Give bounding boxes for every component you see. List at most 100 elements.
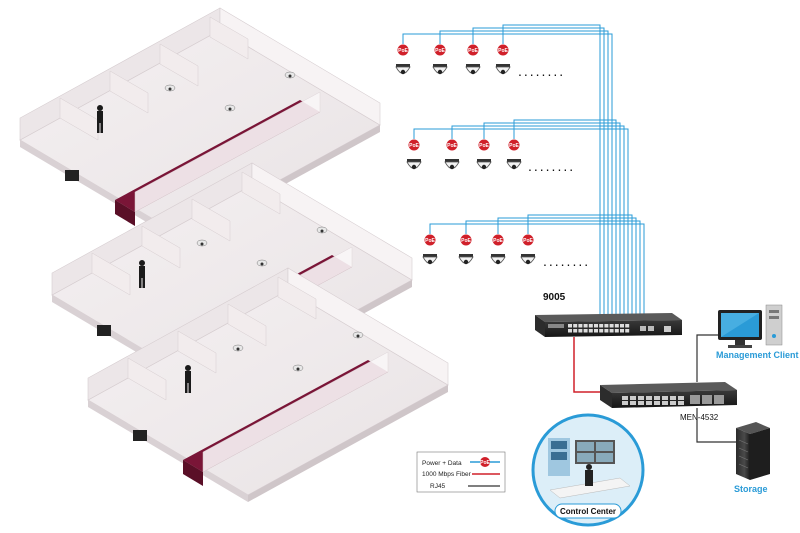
computer-tower-icon bbox=[765, 304, 783, 346]
switch-port bbox=[604, 329, 609, 333]
sfp-port bbox=[662, 401, 668, 405]
switch-port bbox=[573, 324, 578, 328]
sfp-port bbox=[654, 401, 660, 405]
switch-port bbox=[604, 324, 609, 328]
sfp-port bbox=[646, 401, 652, 405]
sfp-port bbox=[662, 396, 668, 400]
sfp-port bbox=[638, 396, 644, 400]
poe-badge-icon bbox=[460, 234, 472, 246]
legend-item-power-data: Power + Data PoE bbox=[422, 457, 500, 467]
rj45-link-management bbox=[696, 334, 718, 382]
poe-badge-label: PoE bbox=[498, 48, 508, 54]
poe-switch-label: 9005 bbox=[543, 292, 566, 303]
switch-port bbox=[594, 329, 598, 333]
svg-text:Power + Data: Power + Data bbox=[422, 460, 462, 467]
switch-port bbox=[609, 324, 614, 328]
switch-port bbox=[625, 324, 630, 328]
svg-text:RJ45: RJ45 bbox=[430, 483, 446, 490]
building-floors bbox=[19, 7, 449, 502]
switch-port bbox=[588, 329, 593, 333]
sfp-port bbox=[638, 401, 644, 405]
poe-badge-icon bbox=[467, 44, 479, 56]
poe-cable-bundle bbox=[402, 24, 645, 315]
poe-line bbox=[413, 128, 629, 315]
uplink-port bbox=[714, 395, 724, 404]
switch-port bbox=[620, 324, 624, 328]
sfp-port bbox=[678, 401, 684, 405]
storage-server[interactable] bbox=[736, 422, 770, 480]
core-switch-men-4532[interactable] bbox=[600, 382, 737, 408]
sfp-port bbox=[670, 401, 676, 405]
poe-badge-label: PoE bbox=[461, 238, 471, 244]
poe-badge-label: PoE bbox=[447, 143, 457, 149]
control-room-illustration bbox=[548, 438, 631, 499]
poe-badge-label: PoE bbox=[468, 48, 478, 54]
storage-label: Storage bbox=[734, 484, 768, 494]
switch-port bbox=[578, 329, 583, 333]
poe-badge-icon bbox=[434, 44, 446, 56]
camera-groups: PoE PoE PoE PoE........ PoE PoE PoE PoE........… bbox=[395, 44, 588, 269]
poe-badge-label: PoE bbox=[425, 238, 435, 244]
poe-badge-label: PoE bbox=[523, 238, 533, 244]
switch-port bbox=[573, 329, 578, 333]
uplink-port bbox=[702, 395, 712, 404]
switch-port bbox=[568, 329, 572, 333]
svg-text:1000 Mbps Fiber: 1000 Mbps Fiber bbox=[422, 471, 472, 478]
sfp-port bbox=[646, 396, 652, 400]
management-client-label: Management Client bbox=[716, 350, 799, 360]
poe-badge-icon bbox=[497, 44, 509, 56]
switch-port bbox=[599, 329, 604, 333]
tv-icon bbox=[133, 430, 147, 441]
floor-bottom bbox=[87, 267, 449, 502]
poe-badge-label: PoE bbox=[479, 143, 489, 149]
poe-line bbox=[465, 220, 641, 315]
sfp-port bbox=[654, 396, 660, 400]
switch-port bbox=[588, 324, 593, 328]
management-client[interactable] bbox=[718, 304, 783, 348]
switch-port bbox=[620, 329, 624, 333]
poe-badge-label: PoE bbox=[509, 143, 519, 149]
poe-switch-9005[interactable] bbox=[535, 313, 682, 337]
person-icon bbox=[97, 105, 103, 111]
person-icon bbox=[185, 365, 191, 371]
poe-badge-icon bbox=[522, 234, 534, 246]
switch-port bbox=[583, 329, 588, 333]
switch-port bbox=[609, 329, 614, 333]
control-center[interactable]: Control Center bbox=[531, 413, 645, 527]
person-icon bbox=[139, 260, 145, 266]
sfp-port bbox=[630, 396, 636, 400]
core-switch-label: MEN-4532 bbox=[680, 413, 719, 422]
poe-badge-label: PoE bbox=[409, 143, 419, 149]
switch-port bbox=[614, 329, 619, 333]
sfp-port bbox=[670, 396, 676, 400]
poe-line bbox=[527, 214, 633, 315]
poe-badge-icon bbox=[408, 139, 420, 151]
storage-icon bbox=[738, 439, 749, 469]
switch-port bbox=[578, 324, 583, 328]
poe-line bbox=[483, 122, 621, 315]
poe-line bbox=[472, 27, 605, 315]
more-cameras-indicator: ........ bbox=[518, 63, 565, 79]
poe-badge-icon bbox=[478, 139, 490, 151]
svg-text:PoE: PoE bbox=[480, 460, 490, 466]
poe-line bbox=[502, 24, 601, 315]
tv-icon bbox=[97, 325, 111, 336]
monitor-icon bbox=[718, 310, 762, 348]
poe-badge-icon bbox=[446, 139, 458, 151]
fiber-link bbox=[573, 337, 610, 393]
poe-line bbox=[402, 33, 613, 315]
legend-item-rj45: RJ45 bbox=[430, 483, 500, 490]
control-center-label: Control Center bbox=[560, 507, 616, 516]
poe-badge-icon bbox=[424, 234, 436, 246]
sfp-port bbox=[630, 401, 636, 405]
poe-line bbox=[429, 223, 645, 315]
sfp-port bbox=[640, 326, 646, 331]
poe-badge-icon bbox=[508, 139, 520, 151]
poe-line bbox=[497, 217, 637, 315]
more-cameras-indicator: ........ bbox=[528, 158, 575, 174]
poe-line bbox=[439, 30, 609, 315]
poe-badge-icon bbox=[492, 234, 504, 246]
switch-port bbox=[594, 324, 598, 328]
rj45-link-storage bbox=[696, 408, 738, 443]
